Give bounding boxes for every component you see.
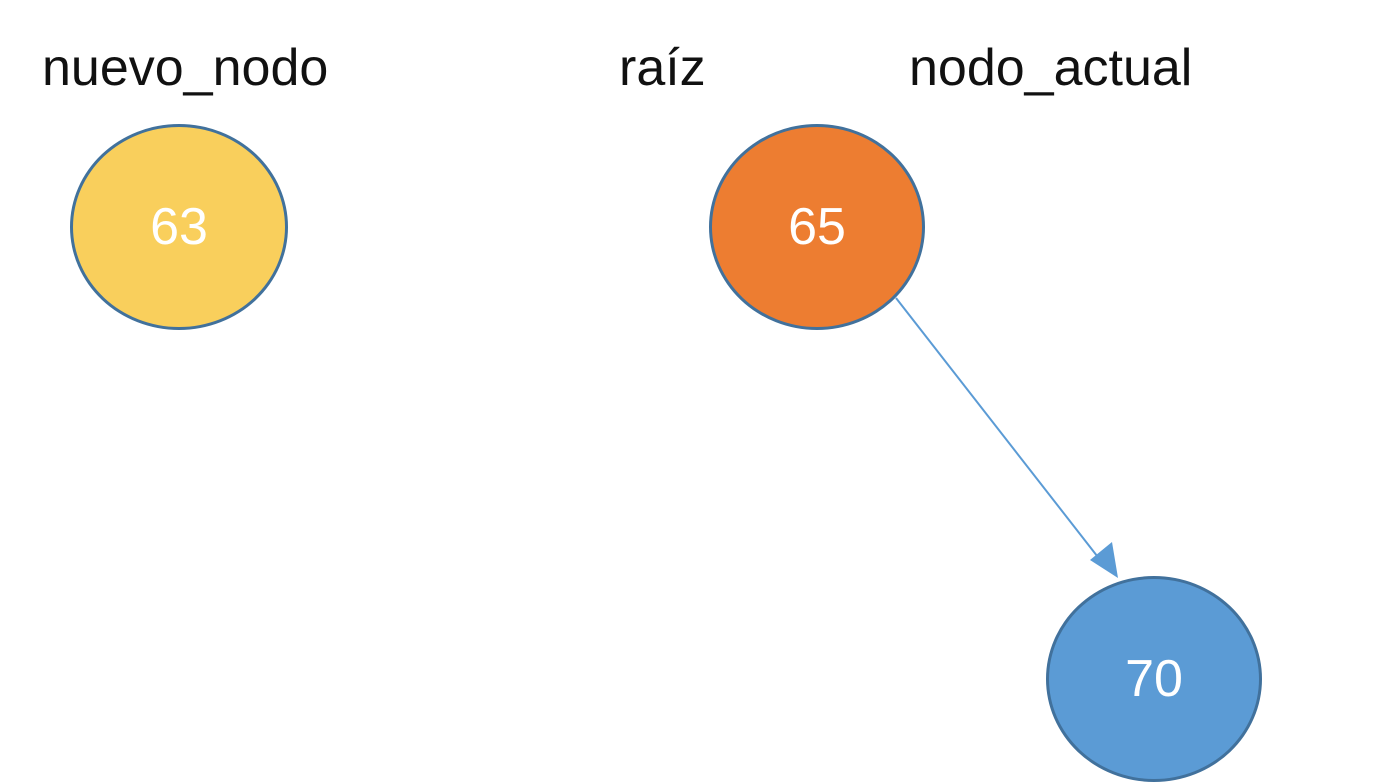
arrowhead-icon xyxy=(1090,542,1118,578)
node-hijo-derecho: 70 xyxy=(1046,576,1262,782)
label-nuevo-nodo: nuevo_nodo xyxy=(42,39,329,97)
node-value: 65 xyxy=(788,198,846,256)
label-raiz: raíz xyxy=(619,39,706,97)
node-value: 63 xyxy=(150,198,208,256)
node-value: 70 xyxy=(1125,650,1183,708)
edge-65-to-70 xyxy=(895,297,1109,571)
label-nodo-actual: nodo_actual xyxy=(909,39,1193,97)
node-raiz: 65 xyxy=(709,124,925,330)
node-nuevo: 63 xyxy=(70,124,288,330)
